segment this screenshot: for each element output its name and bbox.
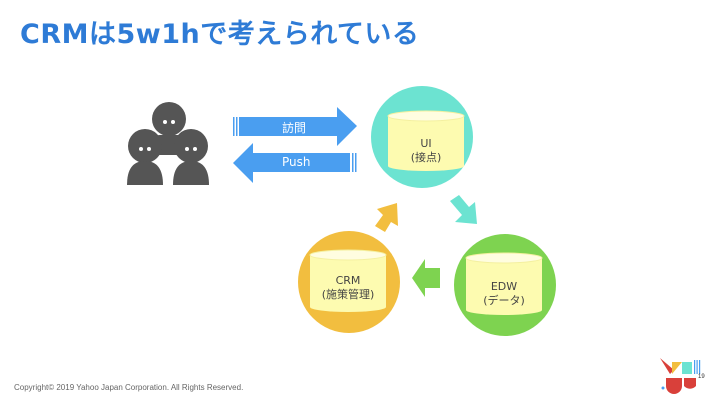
copyright: Copyright© 2019 Yahoo Japan Corporation.… bbox=[14, 383, 244, 392]
visit-arrow bbox=[233, 107, 357, 146]
edw-cylinder-icon bbox=[465, 252, 543, 315]
crm-cylinder-icon bbox=[309, 249, 387, 312]
crm-label: CRM (施策管理) bbox=[303, 274, 393, 302]
crm-name: CRM bbox=[335, 274, 361, 287]
push-arrow bbox=[233, 143, 357, 183]
edw-label: EDW (データ) bbox=[464, 280, 544, 308]
crm-sub: (施策管理) bbox=[321, 288, 375, 301]
push-label: Push bbox=[282, 155, 311, 169]
users-icon bbox=[127, 102, 209, 185]
ui-label: UI (接点) bbox=[386, 137, 466, 165]
ui-cylinder-icon bbox=[387, 110, 465, 171]
edw-name: EDW bbox=[490, 280, 518, 293]
page-title: CRMは5w1hで考えられている bbox=[20, 19, 420, 50]
edw-sub: (データ) bbox=[483, 294, 525, 307]
ui-name: UI bbox=[420, 137, 432, 150]
logo-text: 19 bbox=[698, 374, 705, 380]
ui-to-edw-arrow bbox=[450, 195, 477, 224]
conference-logo-icon: 19 bbox=[660, 358, 705, 394]
crm-to-ui-arrow bbox=[375, 203, 398, 232]
edw-to-crm-arrow bbox=[412, 259, 440, 297]
visit-label: 訪問 bbox=[282, 121, 307, 135]
ui-sub: (接点) bbox=[410, 151, 442, 164]
